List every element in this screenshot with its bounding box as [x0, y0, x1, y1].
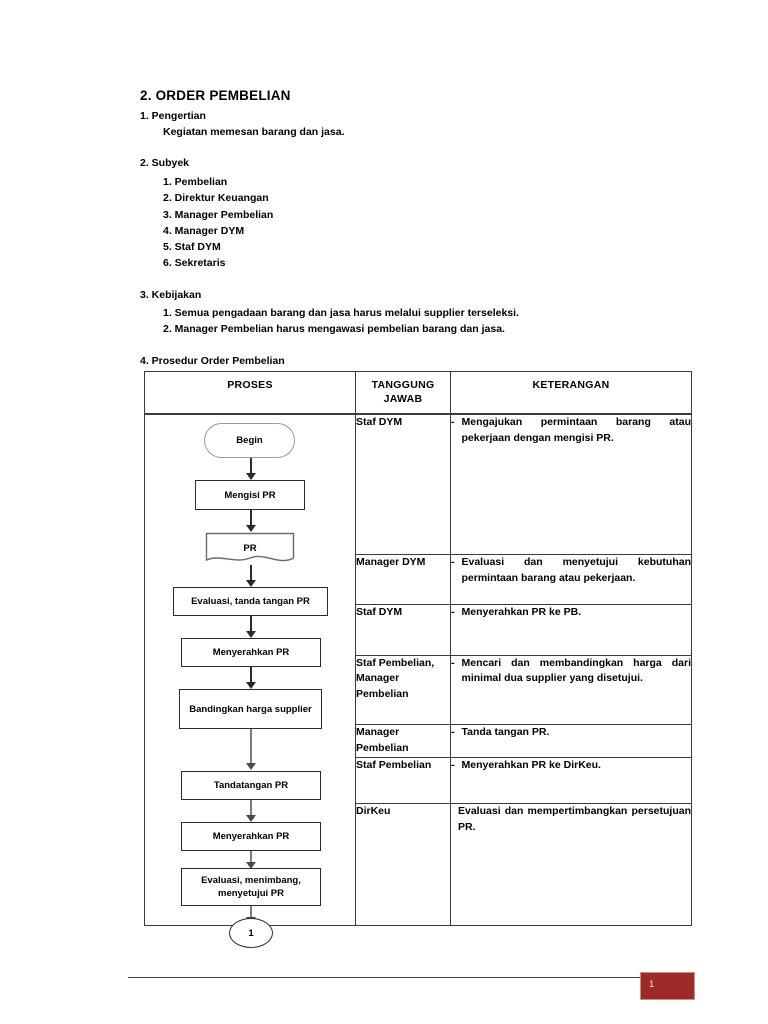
flow-node-begin[interactable]: Begin	[204, 423, 295, 458]
flow-node-mengisi-pr[interactable]: Mengisi PR	[195, 480, 305, 510]
page-title: 2. ORDER PEMBELIAN	[140, 88, 291, 103]
table-row: DirKeu Evaluasi dan mempertimbangkan per…	[145, 803, 692, 926]
flow-node-label: Mengisi PR	[224, 489, 276, 501]
keterangan-text: Mencari dan membandingkan harga dari min…	[461, 656, 692, 685]
keterangan-entry: Evaluasi dan mempertimbangkan persetujua…	[451, 804, 691, 835]
list-item: 5. Staf DYM	[163, 241, 221, 254]
bullet-dash: -	[451, 726, 455, 739]
bullet-dash: -	[451, 758, 455, 771]
keterangan-text: Menyerahkan PR ke PB.	[461, 606, 582, 619]
flow-node-label: Begin	[236, 435, 263, 446]
page-number: 1	[649, 979, 655, 990]
footer-divider	[128, 977, 640, 978]
cell-keterangan: - Evaluasi dan menyetujui kebutuhan perm…	[450, 554, 692, 606]
flow-node-tandatangan-pr[interactable]: Tandatangan PR	[181, 771, 321, 800]
section-paragraph-pengertian: Kegiatan memesan barang dan jasa.	[163, 126, 345, 138]
keterangan-entry: - Menyerahkan PR ke DirKeu.	[451, 758, 691, 774]
cell-tanggung-jawab: DirKeu	[355, 803, 451, 926]
flow-node-connector-1[interactable]: 1	[229, 918, 273, 948]
table-row: Manager Pembelian - Tanda tangan PR.	[145, 724, 692, 758]
keterangan-text: Mengajukan permintaan barang atau pekerj…	[461, 416, 692, 444]
cell-keterangan: - Mencari dan membandingkan harga dari m…	[450, 654, 692, 726]
list-item: 6. Sekretaris	[163, 257, 226, 270]
list-item: 2. Direktur Keuangan	[163, 192, 269, 205]
keterangan-text: Menyerahkan PR ke DirKeu.	[461, 758, 601, 771]
keterangan-entry: - Mengajukan permintaan barang atau peke…	[451, 415, 691, 446]
flow-node-evaluasi-tanda-tangan[interactable]: Evaluasi, tanda tangan PR	[173, 587, 328, 616]
flow-node-label: Bandingkan harga supplier	[189, 703, 312, 715]
cell-keterangan: Evaluasi dan mempertimbangkan persetujua…	[450, 803, 692, 926]
keterangan-entry: - Tanda tangan PR.	[451, 725, 691, 741]
header-line-1: TANGGUNG	[371, 379, 435, 391]
table-header-row: PROSES TANGGUNG JAWAB KETERANGAN	[144, 371, 692, 415]
column-header-keterangan: KETERANGAN	[450, 371, 692, 415]
table-row: Manager DYM - Evaluasi dan menyetujui ke…	[145, 554, 692, 606]
cell-keterangan: - Tanda tangan PR.	[450, 724, 692, 758]
keterangan-entry: - Mencari dan membandingkan harga dari m…	[451, 656, 691, 687]
bullet-dash: -	[451, 606, 455, 619]
column-header-tanggung-jawab: TANGGUNG JAWAB	[355, 371, 451, 415]
flow-node-label: Evaluasi, tanda tangan PR	[191, 596, 310, 607]
flow-node-evaluasi-menimbang[interactable]: Evaluasi, menimbang, menyetujui PR	[181, 868, 321, 906]
cell-tanggung-jawab: Staf DYM	[355, 604, 451, 656]
flow-node-menyerahkan-pr-1[interactable]: Menyerahkan PR	[181, 638, 321, 667]
list-item: 2. Manager Pembelian harus mengawasi pem…	[163, 323, 505, 336]
cell-tanggung-jawab: Staf Pembelian, Manager Pembelian	[355, 654, 451, 726]
flow-node-bandingkan-harga-supplier[interactable]: Bandingkan harga supplier	[179, 689, 322, 729]
kebijakan-list: 1. Semua pengadaan barang dan jasa harus…	[163, 305, 519, 338]
list-item: 1. Semua pengadaan barang dan jasa harus…	[163, 307, 519, 319]
keterangan-text: Evaluasi dan mempertimbangkan persetujua…	[458, 805, 691, 833]
bullet-dash: -	[451, 556, 455, 569]
flow-node-label: Evaluasi, menimbang, menyetujui PR	[201, 875, 301, 899]
section-heading-subyek: 2. Subyek	[140, 157, 190, 169]
keterangan-entry: - Menyerahkan PR ke PB.	[451, 605, 691, 621]
keterangan-text: Evaluasi dan menyetujui kebutuhan permin…	[461, 556, 692, 584]
header-line-2: JAWAB	[383, 393, 423, 405]
flow-node-label: 1	[248, 927, 254, 939]
section-heading-kebijakan: 3. Kebijakan	[140, 289, 202, 301]
list-item: 4. Manager DYM	[163, 224, 245, 237]
table-row: Staf Pembelian - Menyerahkan PR ke DirKe…	[145, 756, 692, 805]
section-heading-prosedur: 4. Prosedur Order Pembelian	[140, 355, 285, 367]
flowchart-cell: Begin Mengisi PR	[144, 413, 356, 948]
cell-keterangan: - Mengajukan permintaan barang atau peke…	[450, 413, 692, 556]
flow-node-label: Tandatangan PR	[213, 780, 289, 791]
cell-tanggung-jawab: Manager Pembelian	[355, 724, 451, 758]
list-item: 1. Pembelian	[163, 176, 228, 188]
flow-node-label: PR	[243, 543, 257, 554]
flow-node-label: Menyerahkan PR	[212, 831, 290, 842]
cell-tanggung-jawab: Staf DYM	[355, 413, 451, 556]
flow-node-menyerahkan-pr-2[interactable]: Menyerahkan PR	[181, 822, 321, 851]
flow-node-pr-document[interactable]: PR	[205, 532, 295, 565]
document-shape-icon	[205, 532, 295, 562]
table-row: Begin Mengisi PR	[144, 413, 692, 948]
subyek-list: 1. Pembelian 2. Direktur Keuangan 3. Man…	[163, 174, 273, 272]
bullet-dash: -	[451, 656, 455, 669]
cell-keterangan: - Menyerahkan PR ke PB.	[450, 604, 692, 656]
keterangan-text: Tanda tangan PR.	[461, 726, 550, 739]
prosedur-table: PROSES TANGGUNG JAWAB KETERANGAN Begin	[144, 371, 692, 948]
section-heading-pengertian: 1. Pengertian	[140, 110, 206, 122]
cell-keterangan: - Menyerahkan PR ke DirKeu.	[450, 756, 692, 805]
list-item: 3. Manager Pembelian	[163, 208, 274, 221]
table-row: Staf Pembelian, Manager Pembelian - Menc…	[145, 654, 692, 726]
bullet-dash: -	[451, 416, 455, 428]
footer-page-badge: 1	[640, 972, 695, 1000]
cell-tanggung-jawab: Manager DYM	[355, 554, 451, 606]
cell-tanggung-jawab: Staf Pembelian	[355, 756, 451, 805]
table-row: Staf DYM - Menyerahkan PR ke PB.	[145, 604, 692, 656]
flow-node-label: Menyerahkan PR	[212, 647, 290, 658]
flowchart: Begin Mengisi PR	[145, 415, 354, 948]
column-header-proses: PROSES	[144, 371, 356, 415]
keterangan-entry: - Evaluasi dan menyetujui kebutuhan perm…	[451, 555, 691, 586]
